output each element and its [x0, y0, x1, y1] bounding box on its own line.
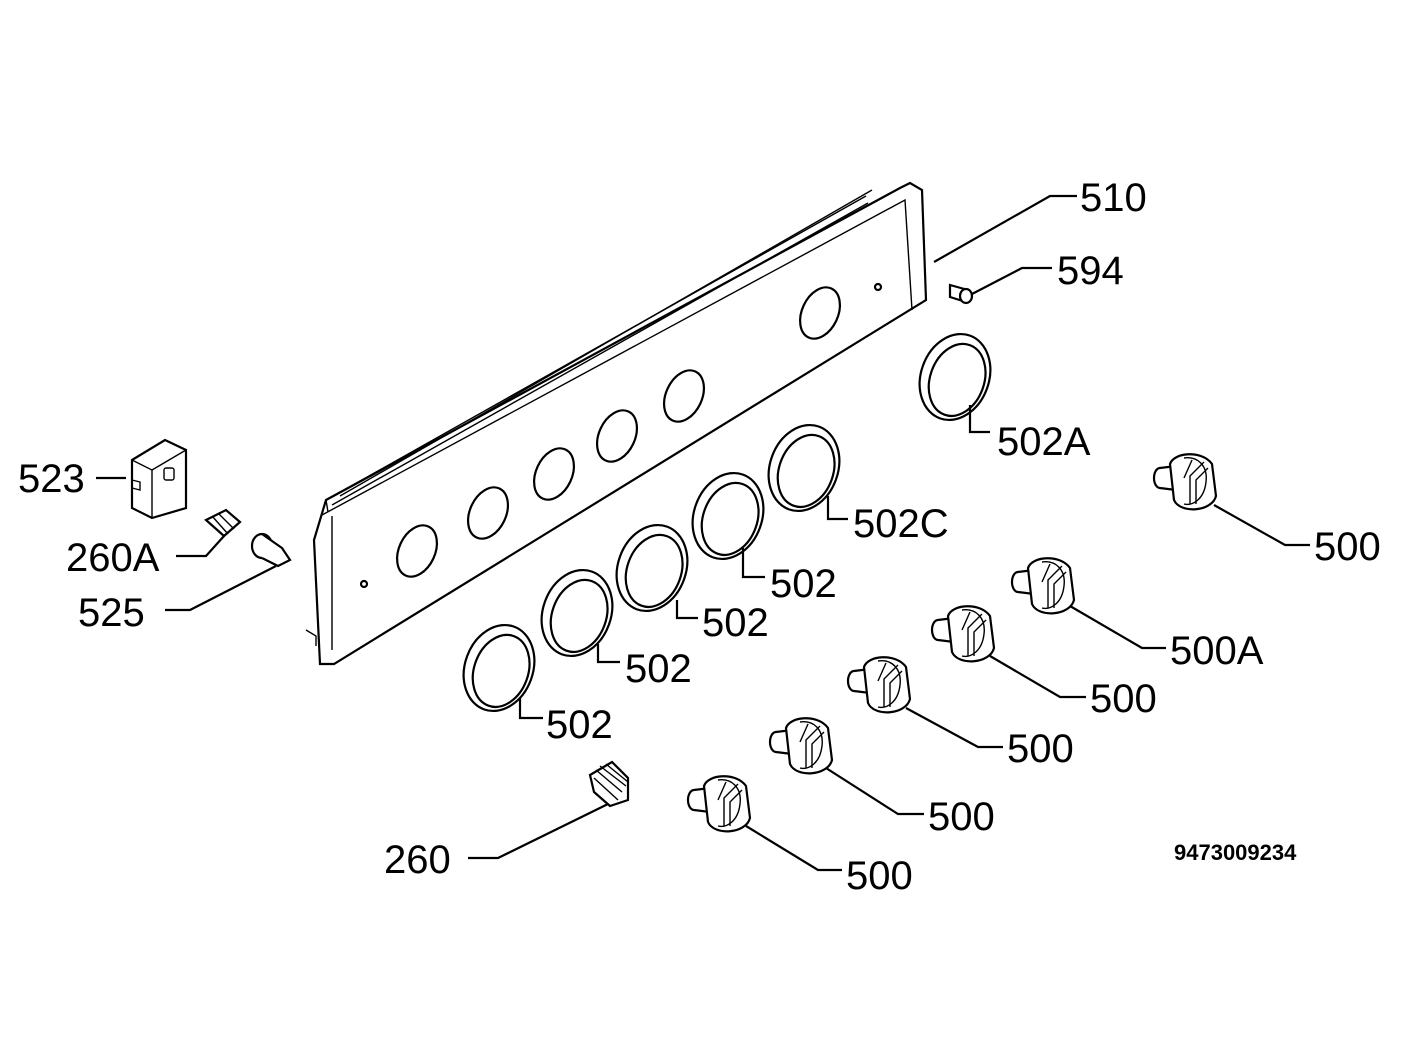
label-502-3: 502	[625, 647, 692, 691]
label-502-2: 502	[702, 601, 769, 645]
label-500-1: 500	[1314, 525, 1381, 569]
label-502-1: 502	[770, 562, 837, 606]
label-502C: 502C	[853, 502, 949, 546]
ring-502-2: 502	[603, 513, 769, 645]
callout-510: 510	[933, 176, 1147, 263]
label-510: 510	[1080, 176, 1147, 220]
label-594: 594	[1057, 249, 1124, 293]
spindle-525: 525	[78, 532, 292, 635]
drawing-number: 9473009234	[1174, 840, 1297, 865]
label-500-2: 500	[1090, 677, 1157, 721]
label-500-4: 500	[928, 795, 995, 839]
knob-500-3: 500	[846, 656, 1074, 771]
label-260A: 260A	[66, 536, 160, 580]
control-panel	[305, 181, 928, 666]
knob-500-4: 500	[768, 717, 995, 839]
label-523: 523	[18, 457, 85, 501]
ring-502-1: 502	[679, 461, 837, 606]
knob-500-5: 500	[686, 775, 913, 898]
bracket-523: 523	[18, 438, 188, 520]
ring-502A: 502A	[906, 322, 1091, 464]
label-502-4: 502	[546, 703, 613, 747]
knob-500-1: 500	[1152, 453, 1381, 569]
label-502A: 502A	[997, 420, 1091, 464]
ring-502-3: 502	[528, 558, 692, 691]
label-500-3: 500	[1007, 727, 1074, 771]
screw-594: 594	[948, 249, 1124, 305]
label-500-5: 500	[846, 854, 913, 898]
spring-260: 260	[384, 760, 630, 882]
label-500A: 500A	[1170, 629, 1264, 673]
knob-500-2: 500	[930, 605, 1157, 721]
ring-502C: 502C	[755, 413, 949, 546]
label-260: 260	[384, 838, 451, 882]
knob-500A: 500A	[1010, 557, 1264, 673]
ring-502-4: 502	[450, 613, 613, 747]
bushing-260A: 260A	[66, 508, 242, 580]
label-525: 525	[78, 591, 145, 635]
